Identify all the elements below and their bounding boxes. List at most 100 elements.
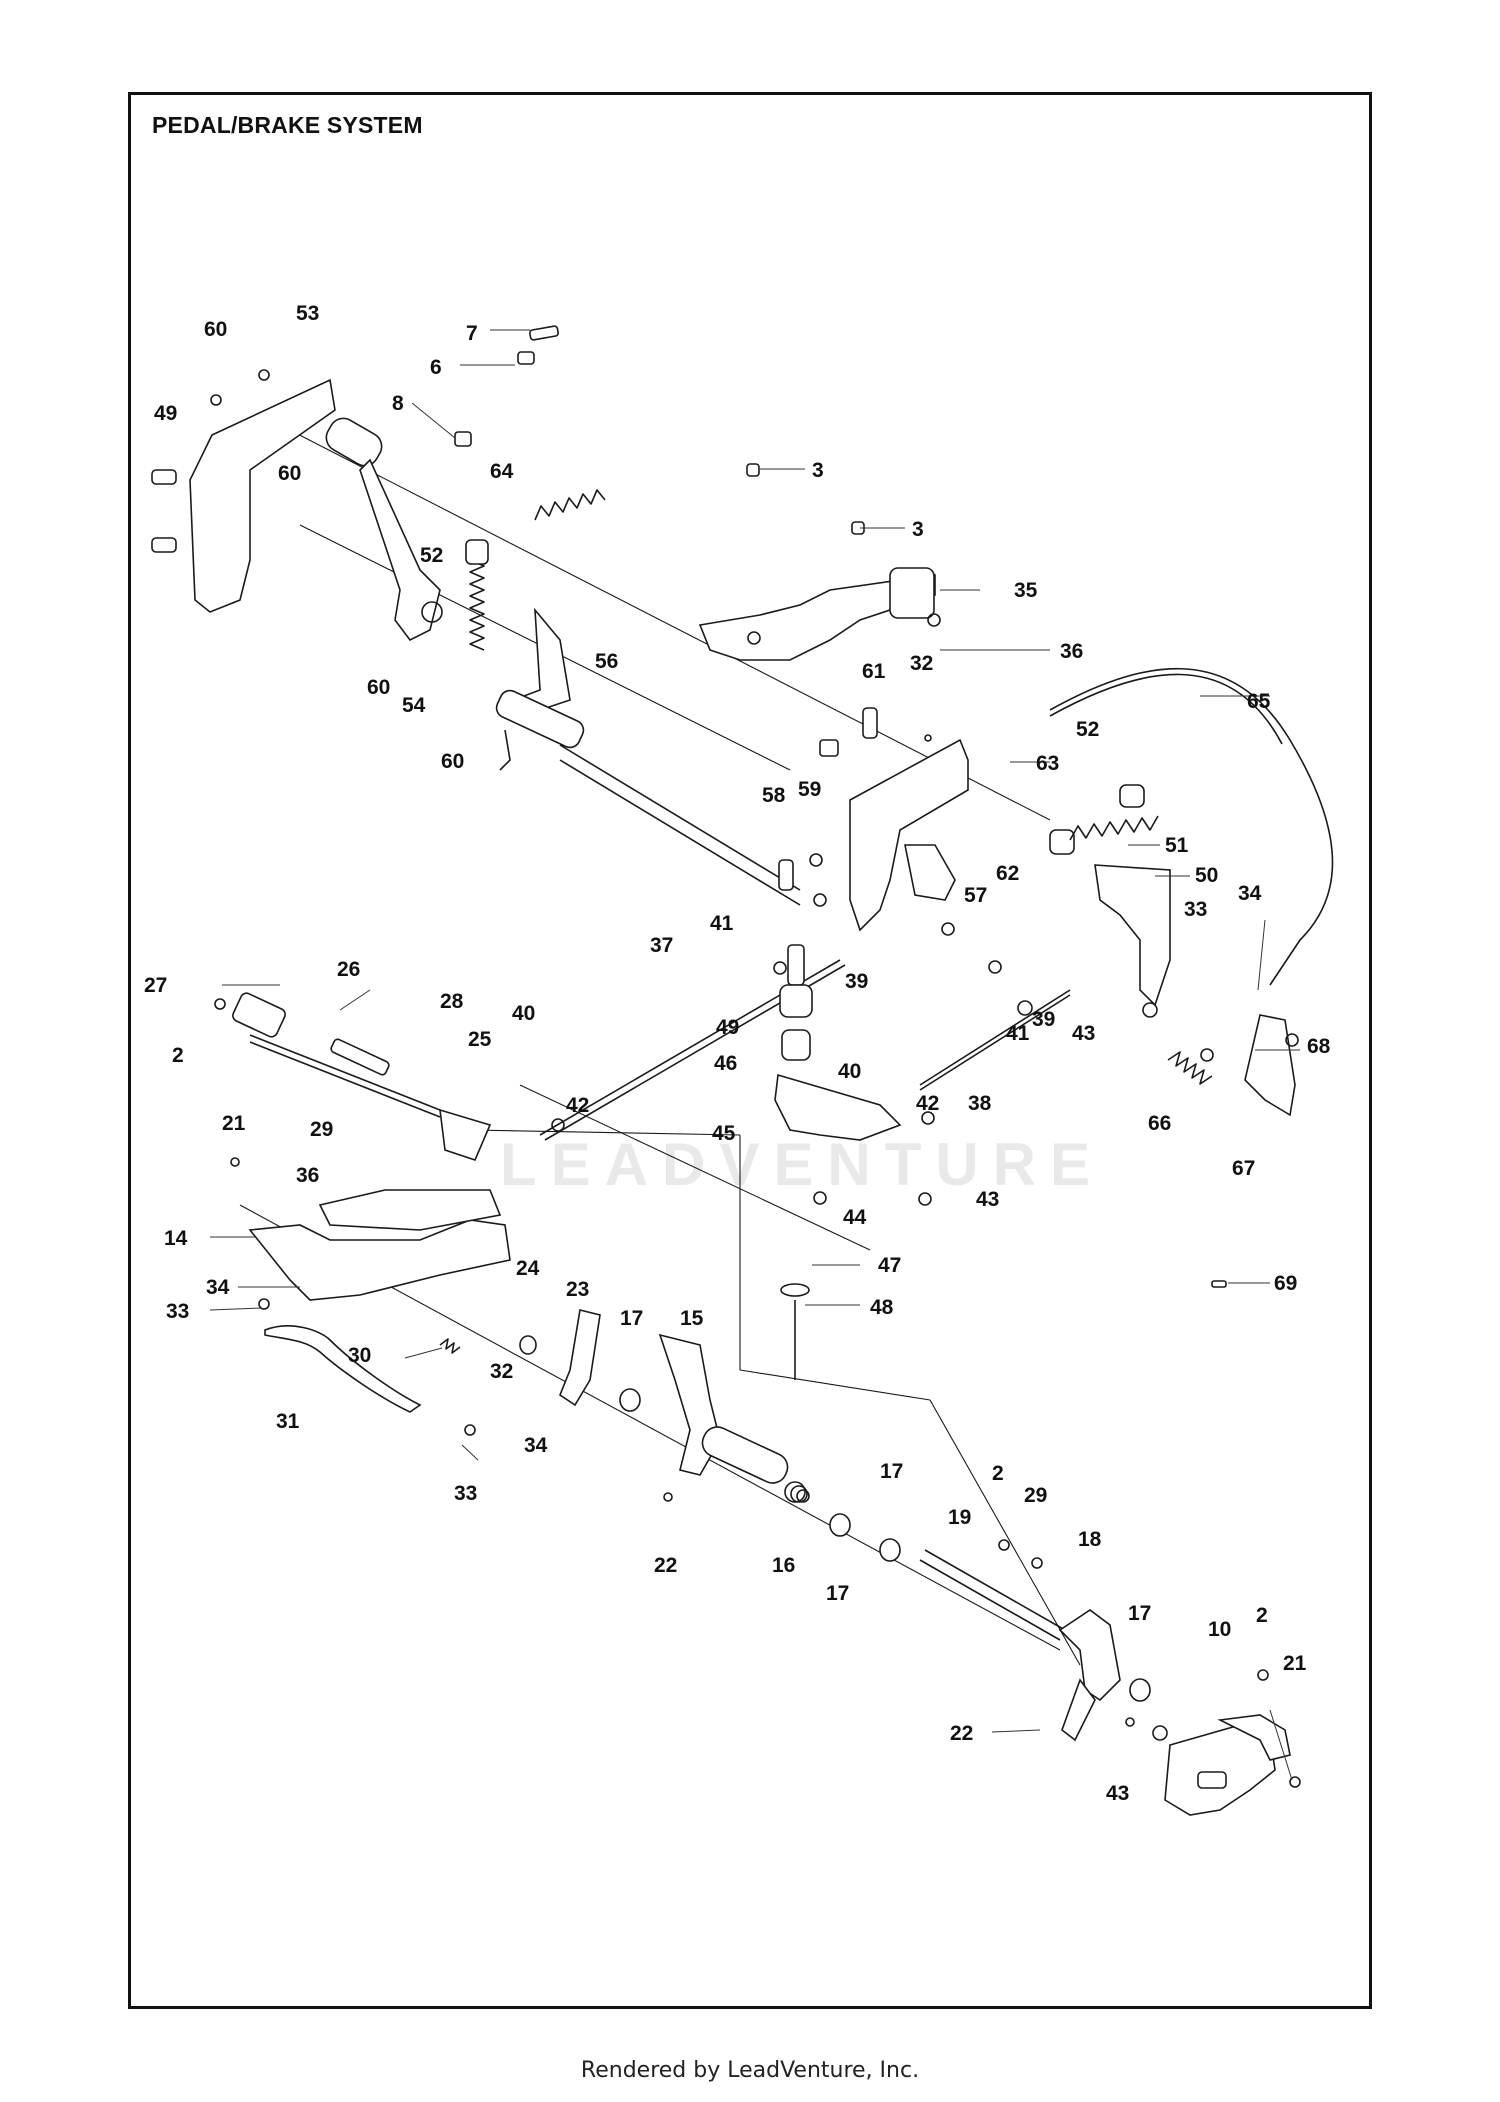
callout-c64: 64 [490, 460, 514, 483]
callout-c52b: 52 [1076, 718, 1099, 741]
callout-c17a: 17 [620, 1307, 643, 1330]
callout-c61: 61 [862, 660, 886, 683]
callout-c29b: 29 [1024, 1484, 1047, 1507]
callout-c17b: 17 [880, 1460, 903, 1483]
bracket-14 [248, 1189, 511, 1301]
callout-c39b: 39 [1032, 1008, 1055, 1031]
callout-c48: 48 [870, 1296, 894, 1319]
callout-c34b: 34 [206, 1276, 230, 1299]
callout-c38: 38 [968, 1092, 992, 1115]
main-cross-shaft [559, 739, 839, 906]
brake-pedal-arm [325, 417, 443, 642]
callout-c60d: 60 [441, 750, 464, 773]
callout-c45: 45 [712, 1122, 736, 1145]
callout-c57: 57 [964, 884, 987, 907]
callout-c21b: 21 [1283, 1652, 1307, 1675]
callout-c3b: 3 [912, 518, 924, 541]
callout-c60c: 60 [367, 676, 390, 699]
callout-c49a: 49 [154, 402, 177, 425]
callout-c2b: 2 [992, 1462, 1004, 1485]
callout-c34c: 34 [524, 1434, 548, 1457]
bracket-67 [1167, 1014, 1296, 1117]
spring-right [1049, 784, 1159, 855]
mount-plate-63 [849, 738, 969, 932]
callout-c2a: 2 [172, 1044, 184, 1067]
lever-15 [658, 1333, 789, 1484]
washers [519, 1335, 1151, 1702]
callout-c41a: 41 [710, 912, 734, 935]
clevis-cable-31 [264, 1325, 461, 1413]
lever-23 [559, 1309, 601, 1407]
callout-c39a: 39 [845, 970, 868, 993]
arm-18 [1058, 1609, 1121, 1742]
callout-c63: 63 [1036, 752, 1059, 775]
callout-c69: 69 [1274, 1272, 1297, 1295]
diagram-frame [128, 92, 1372, 2009]
callout-c67: 67 [1232, 1157, 1255, 1180]
pivot-stack [774, 944, 902, 1380]
callout-c36a: 36 [1060, 640, 1083, 663]
callout-c23: 23 [566, 1278, 589, 1301]
callout-c51: 51 [1165, 834, 1189, 857]
callout-c37: 37 [650, 934, 673, 957]
callout-c60a: 60 [204, 318, 227, 341]
callout-c53: 53 [296, 302, 319, 325]
control-cable-25 [232, 992, 492, 1161]
callout-c24: 24 [516, 1257, 540, 1280]
callout-c18: 18 [1078, 1528, 1102, 1551]
callout-c36b: 36 [296, 1164, 319, 1187]
pedal-lever-56 [495, 607, 585, 771]
callout-c10: 10 [1208, 1618, 1231, 1641]
callout-c27: 27 [144, 974, 167, 997]
footer-credit: Rendered by LeadVenture, Inc. [580, 2058, 920, 2083]
callout-c26: 26 [337, 958, 360, 981]
spring-64 [534, 489, 606, 521]
callout-c33a: 33 [1184, 898, 1207, 921]
callout-c32a: 32 [910, 652, 933, 675]
callout-c44: 44 [843, 1206, 867, 1229]
callout-c43c: 43 [1106, 1782, 1129, 1805]
left-mount-bracket [151, 369, 336, 613]
spring-left [465, 539, 489, 651]
callout-c16: 16 [772, 1554, 795, 1577]
small-hardware [214, 325, 1301, 1788]
callout-c29a: 29 [310, 1118, 333, 1141]
callout-c62: 62 [996, 862, 1019, 885]
shaft-19 [919, 1549, 1066, 1641]
callout-c54: 54 [402, 694, 426, 717]
pedal-linkage-35 [698, 567, 936, 661]
callout-c40b: 40 [838, 1060, 861, 1083]
callout-c28: 28 [440, 990, 464, 1013]
callout-c56: 56 [595, 650, 618, 673]
callout-c47: 47 [878, 1254, 901, 1277]
callout-c17d: 17 [1128, 1602, 1151, 1625]
page-title: PEDAL/BRAKE SYSTEM [152, 112, 423, 138]
callout-c52a: 52 [420, 544, 443, 567]
callout-c3a: 3 [812, 459, 824, 482]
callout-labels: 60 53 7 6 8 49 60 64 3 3 52 35 36 60 54 … [144, 302, 1331, 1805]
callout-c32b: 32 [490, 1360, 513, 1383]
callout-leaders [209, 329, 1300, 1781]
callout-c19: 19 [948, 1506, 971, 1529]
callout-c17c: 17 [826, 1582, 849, 1605]
torsion-spring-16 [784, 1481, 810, 1503]
callout-c22a: 22 [654, 1554, 677, 1577]
callout-c40a: 40 [512, 1002, 535, 1025]
callout-c2c: 2 [1256, 1604, 1268, 1627]
callout-c42b: 42 [916, 1092, 939, 1115]
callout-c30: 30 [348, 1344, 371, 1367]
callout-c6: 6 [430, 356, 442, 379]
watermark: LEADVENTURE [500, 1131, 1105, 1198]
callout-c43a: 43 [1072, 1022, 1095, 1045]
callout-c7: 7 [466, 322, 478, 345]
callout-c8: 8 [392, 392, 404, 415]
callout-c50: 50 [1195, 864, 1218, 887]
callout-c43b: 43 [976, 1188, 999, 1211]
callout-c14: 14 [164, 1227, 188, 1250]
callout-c49b: 49 [716, 1016, 739, 1039]
housing-10 [1164, 1714, 1291, 1816]
callout-c59: 59 [798, 778, 821, 801]
brake-cable-65 [1049, 667, 1334, 986]
callout-c31: 31 [276, 1410, 300, 1433]
